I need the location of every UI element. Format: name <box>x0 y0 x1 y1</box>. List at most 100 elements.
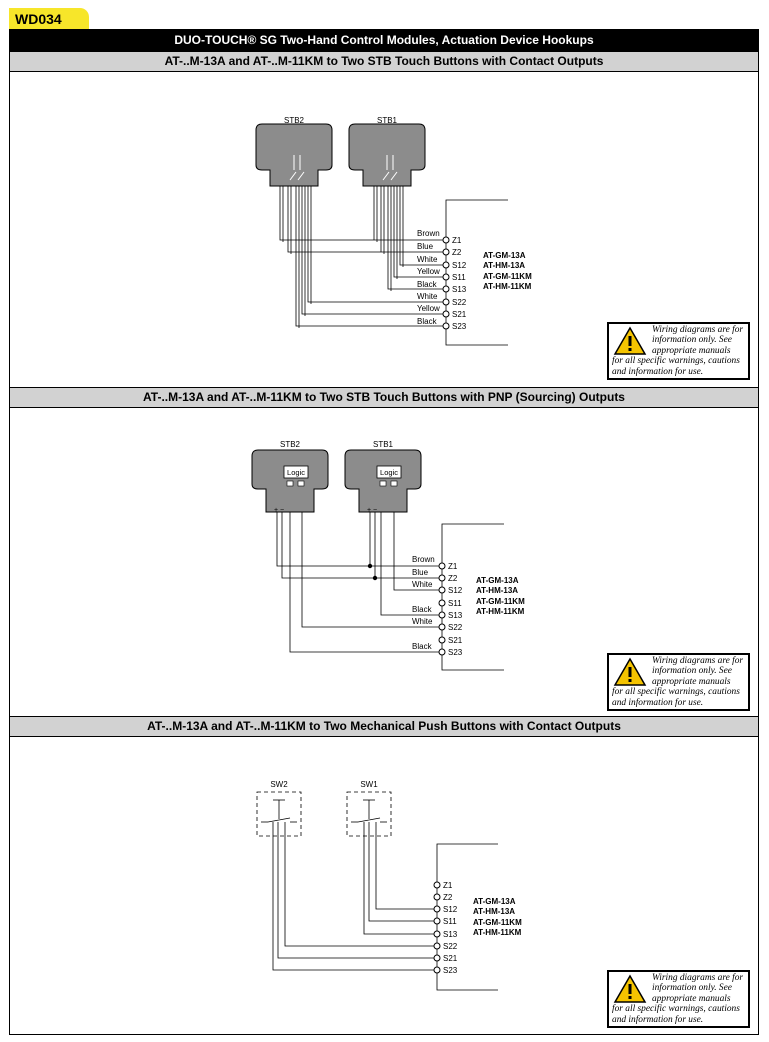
terminal-label: Z1 <box>448 562 458 571</box>
warning-line: for all specific warnings, cautions <box>612 356 740 367</box>
stb1-label: STB1 <box>373 440 394 449</box>
model-list-2: AT-GM-13A AT-HM-13A AT-GM-11KM AT-HM-11K… <box>476 576 525 616</box>
wire-color-label: Brown <box>417 229 440 238</box>
sw2-label: SW2 <box>270 780 288 789</box>
model-label: AT-HM-13A <box>476 586 518 595</box>
warning-line: and information for use. <box>612 366 704 377</box>
terminal-label: S23 <box>443 966 458 975</box>
stb1-label: STB1 <box>377 116 398 125</box>
terminal-label: S21 <box>448 636 463 645</box>
terminal-label: S11 <box>443 917 457 926</box>
stb2-touch-button: STB2 Logic + − <box>251 440 329 514</box>
warning-box-2: Wiring diagrams are for information only… <box>607 653 750 711</box>
wire-color-label: Yellow <box>417 304 440 313</box>
section-2-title: AT-..M-13A and AT-..M-11KM to Two STB To… <box>10 387 758 408</box>
warning-triangle-icon <box>613 326 647 355</box>
section-1-title: AT-..M-13A and AT-..M-11KM to Two STB To… <box>10 51 758 72</box>
wire-color-label: Black <box>412 605 433 614</box>
model-label: AT-HM-11KM <box>473 928 522 937</box>
document-tab: WD034 <box>9 8 89 30</box>
warning-line: information only. See <box>652 335 732 346</box>
model-label: AT-HM-11KM <box>483 282 532 291</box>
page-frame <box>9 29 759 1035</box>
terminal-label: Z2 <box>448 574 458 583</box>
warning-box-1: Wiring diagrams are for information only… <box>607 322 750 380</box>
wire-color-label: Blue <box>412 568 429 577</box>
warning-line: and information for use. <box>612 1014 704 1025</box>
terminal-label: S22 <box>452 298 467 307</box>
wire-color-label: Yellow <box>417 267 440 276</box>
stb2-touch-button: STB2 <box>255 116 333 187</box>
warning-line: Wiring diagrams are for <box>652 325 744 335</box>
logic-label: Logic <box>380 468 398 477</box>
terminal-label: S12 <box>452 261 467 270</box>
model-label: AT-GM-13A <box>476 576 519 585</box>
model-label: AT-GM-11KM <box>483 272 532 281</box>
wire-color-labels-2: Brown Blue White Black White Black <box>412 555 435 651</box>
terminal-label: S12 <box>443 905 458 914</box>
warning-line: Wiring diagrams are for <box>652 973 744 983</box>
wire-color-label: White <box>417 255 438 264</box>
warning-box-3: Wiring diagrams are for information only… <box>607 970 750 1028</box>
wiring-section-3 <box>272 822 498 991</box>
model-label: AT-GM-13A <box>473 897 516 906</box>
stb2-label: STB2 <box>284 116 305 125</box>
warning-triangle-icon <box>613 657 647 686</box>
terminal-label: Z1 <box>443 881 453 890</box>
terminal-block-2: Z1 Z2 S12 S11 S13 S22 S21 S23 <box>438 562 463 657</box>
terminal-label: S13 <box>443 930 458 939</box>
wire-color-label: White <box>417 292 438 301</box>
wire-color-label: White <box>412 617 433 626</box>
diagram-stb-contact-outputs: STB2 STB1 <box>255 116 532 346</box>
terminal-label: S11 <box>452 273 466 282</box>
terminal-label: S22 <box>443 942 458 951</box>
svg-text:+ −: + − <box>274 507 284 514</box>
warning-line: appropriate manuals <box>652 345 731 356</box>
model-list-3: AT-GM-13A AT-HM-13A AT-GM-11KM AT-HM-11K… <box>473 897 522 937</box>
terminal-label: Z1 <box>452 236 462 245</box>
warning-line: appropriate manuals <box>652 993 731 1004</box>
wire-color-label: Black <box>412 642 433 651</box>
terminal-label: S23 <box>452 322 467 331</box>
wire-color-label: Black <box>417 317 438 326</box>
wiring-section-1 <box>279 186 508 346</box>
sw1-push-button <box>346 791 392 837</box>
wire-color-label: Black <box>417 280 438 289</box>
wire-color-label: Blue <box>417 242 434 251</box>
warning-line: Wiring diagrams are for <box>652 656 744 666</box>
warning-line: for all specific warnings, cautions <box>612 1004 740 1015</box>
warning-triangle-icon <box>613 974 647 1003</box>
warning-line: appropriate manuals <box>652 676 731 687</box>
terminal-label: S21 <box>443 954 458 963</box>
sw1-label: SW1 <box>360 780 378 789</box>
model-label: AT-GM-11KM <box>473 918 522 927</box>
model-label: AT-HM-11KM <box>476 607 525 616</box>
terminal-label: S22 <box>448 623 463 632</box>
wiring-section-2 <box>276 512 504 671</box>
terminal-label: S13 <box>448 611 463 620</box>
terminal-label: Z2 <box>443 893 453 902</box>
warning-line: information only. See <box>652 666 732 677</box>
diagram-stb-pnp-outputs: STB2 Logic + − STB1 Logic + − Z1 <box>251 440 525 671</box>
model-label: AT-HM-13A <box>483 261 525 270</box>
warning-line: and information for use. <box>612 697 704 708</box>
wire-color-label: Brown <box>412 555 435 564</box>
terminal-label: S23 <box>448 648 463 657</box>
stb1-touch-button: STB1 <box>348 116 426 187</box>
terminal-label: S11 <box>448 599 462 608</box>
model-label: AT-GM-13A <box>483 251 526 260</box>
model-label: AT-HM-13A <box>473 907 515 916</box>
model-list-1: AT-GM-13A AT-HM-13A AT-GM-11KM AT-HM-11K… <box>483 251 532 291</box>
sw2-push-button <box>256 791 302 837</box>
stb2-label: STB2 <box>280 440 301 449</box>
logic-label: Logic <box>287 468 305 477</box>
stb1-touch-button: STB1 Logic + − <box>344 440 422 514</box>
terminal-block-1: Z1 Z2 S12 S11 S13 S22 S21 S23 <box>442 236 467 331</box>
terminal-label: S12 <box>448 586 463 595</box>
wire-color-labels-1: Brown Blue White Yellow Black White Yell… <box>417 229 440 326</box>
wire-color-label: White <box>412 580 433 589</box>
terminal-label: Z2 <box>452 248 462 257</box>
warning-line: for all specific warnings, cautions <box>612 687 740 698</box>
model-label: AT-GM-11KM <box>476 597 525 606</box>
